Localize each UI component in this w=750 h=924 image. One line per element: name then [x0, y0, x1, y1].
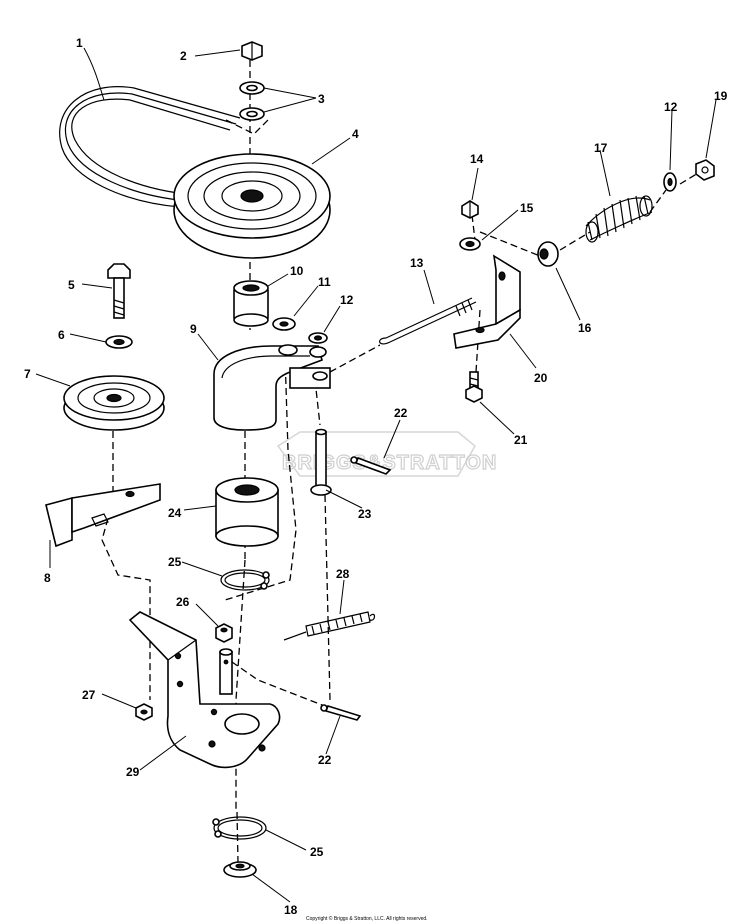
callout-4: 4 — [352, 127, 359, 141]
callout-27: 27 — [82, 688, 96, 702]
callout-3: 3 — [318, 92, 325, 106]
spring-washer — [663, 172, 677, 192]
callout-12-spring: 12 — [664, 100, 678, 114]
callout-1: 1 — [76, 36, 83, 50]
adjustment-rod — [379, 297, 477, 345]
pivot-nut — [215, 623, 233, 643]
retaining-ring-upper — [220, 569, 270, 591]
callout-26: 26 — [176, 595, 190, 609]
callout-20: 20 — [534, 371, 548, 385]
callout-28: 28 — [336, 567, 350, 581]
spring-nut — [461, 200, 479, 219]
callout-17: 17 — [594, 141, 608, 155]
callout-10: 10 — [290, 264, 304, 278]
spacer — [215, 477, 279, 547]
bushing — [233, 280, 269, 327]
idler-pulley — [63, 375, 165, 431]
large-pulley — [173, 153, 331, 259]
callout-labels: 1 2 3 4 5 6 7 8 9 10 11 12 12 13 14 15 1… — [24, 36, 728, 917]
hex-nut — [241, 41, 263, 61]
callout-22-lower: 22 — [318, 753, 332, 767]
callout-13: 13 — [410, 256, 424, 270]
callout-23: 23 — [358, 507, 372, 521]
callout-16: 16 — [578, 321, 592, 335]
angle-bracket — [453, 254, 521, 349]
screw — [465, 371, 483, 403]
flat-washer — [272, 317, 296, 331]
clevis-pin — [310, 428, 332, 496]
callout-8: 8 — [44, 571, 51, 585]
plate-nut — [135, 703, 153, 721]
washer-pair — [239, 81, 265, 121]
flange-bushing — [223, 861, 257, 878]
callout-21: 21 — [514, 433, 528, 447]
callout-24: 24 — [168, 506, 182, 520]
callout-25-upper: 25 — [168, 555, 182, 569]
callout-18: 18 — [284, 903, 298, 917]
lock-washer — [459, 237, 481, 251]
callout-9: 9 — [190, 322, 197, 336]
watermark-text: BRIGGS&STRATTON — [282, 452, 497, 474]
callout-15: 15 — [520, 201, 534, 215]
spring-bushing — [537, 241, 559, 267]
bolt — [107, 263, 131, 319]
idler-arm-bracket — [213, 344, 331, 431]
leader-lines — [35, 47, 717, 903]
mounting-bracket — [45, 483, 161, 548]
callout-5: 5 — [68, 278, 75, 292]
watermark-logo: BRIGGS&STRATTON — [276, 431, 497, 477]
callout-19: 19 — [714, 89, 728, 103]
cotter-pin-lower — [320, 704, 362, 721]
callout-6: 6 — [58, 328, 65, 342]
compression-spring — [585, 195, 653, 243]
cotter-pin-upper — [350, 456, 392, 475]
callout-7: 7 — [24, 367, 31, 381]
washer-small — [308, 332, 328, 344]
callout-22-upper: 22 — [394, 406, 408, 420]
callout-12-idler: 12 — [340, 293, 354, 307]
callout-11: 11 — [318, 275, 331, 289]
callout-29: 29 — [126, 765, 140, 779]
copyright-text: Copyright © Briggs & Stratton, LLC. All … — [306, 915, 428, 922]
callout-2: 2 — [180, 49, 187, 63]
end-nut — [695, 159, 715, 181]
retaining-ring-lower — [212, 816, 267, 840]
tension-spring — [283, 611, 376, 641]
bolt-washer — [105, 335, 133, 349]
callout-25-lower: 25 — [310, 845, 324, 859]
callout-14: 14 — [470, 152, 484, 166]
pivot-shaft — [219, 648, 233, 695]
pivot-plate — [128, 611, 281, 769]
